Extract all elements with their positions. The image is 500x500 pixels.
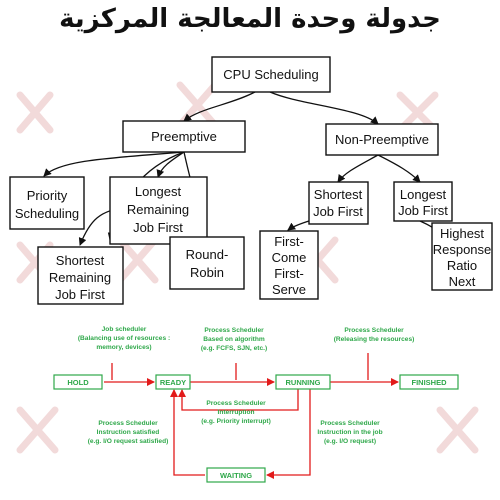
svg-text:Remaining: Remaining [127,202,189,217]
svg-text:Non-Preemptive: Non-Preemptive [335,132,429,147]
svg-text:(e.g. I/O request): (e.g. I/O request) [324,438,376,445]
svg-text:CPU Scheduling: CPU Scheduling [223,67,318,82]
svg-text:Instruction satisfied: Instruction satisfied [97,429,160,436]
svg-text:Process Scheduler: Process Scheduler [204,327,264,334]
svg-text:Process Scheduler: Process Scheduler [98,420,158,427]
svg-text:Based on algorithm: Based on algorithm [203,336,265,343]
note-process-scheduler-release: Process Scheduler (Releasing the resourc… [334,327,415,343]
svg-text:Job First: Job First [133,220,183,235]
svg-text:Remaining: Remaining [49,270,111,285]
state-arrows [104,353,399,479]
tree-edges [43,91,461,255]
svg-text:Preemptive: Preemptive [151,129,217,144]
note-process-scheduler-interrupt: Process Scheduler Interruption (e.g. Pri… [201,400,271,425]
page-title: جدولة وحدة المعالجة المركزية [59,4,441,34]
svg-text:Come: Come [272,250,307,265]
longest-remaining-job-first-node: Longest Remaining Job First [109,176,208,245]
shortest-remaining-job-first-node: Shortest Remaining Job First [37,246,124,305]
svg-text:Longest: Longest [400,187,447,202]
state-finished: FINISHED [399,374,459,390]
svg-text:Robin: Robin [190,265,224,280]
svg-text:Shortest: Shortest [314,187,363,202]
svg-text:(Balancing use of resources :: (Balancing use of resources : [78,335,170,342]
svg-text:memory, devices): memory, devices) [96,344,151,351]
svg-text:(e.g. Priority interrupt): (e.g. Priority interrupt) [201,418,271,425]
svg-text:Interruption: Interruption [218,409,255,416]
svg-text:First-: First- [274,266,304,281]
svg-text:FINISHED: FINISHED [411,378,447,387]
svg-text:Serve: Serve [272,282,306,297]
note-process-scheduler-satisfied: Process Scheduler Instruction satisfied … [88,420,169,445]
svg-text:Scheduling: Scheduling [15,206,79,221]
svg-text:READY: READY [160,378,186,387]
svg-text:First-: First- [274,234,304,249]
svg-text:Process Scheduler: Process Scheduler [206,400,266,407]
svg-text:(Releasing the resources): (Releasing the resources) [334,336,415,343]
hrrn-node: Highest Response Ratio Next [431,222,493,291]
state-running: RUNNING [275,374,331,390]
svg-text:(e.g. I/O request satisfied): (e.g. I/O request satisfied) [88,438,169,445]
svg-text:Process Scheduler: Process Scheduler [344,327,404,334]
note-process-scheduler-algorithm: Process Scheduler Based on algorithm (e.… [201,327,267,352]
svg-text:Highest: Highest [440,226,484,241]
state-hold: HOLD [53,374,103,390]
svg-text:WAITING: WAITING [220,471,252,480]
priority-scheduling-node: Priority Scheduling [9,176,85,230]
round-robin-node: Round- Robin [169,236,245,290]
note-job-scheduler: Job scheduler (Balancing use of resource… [78,326,170,351]
longest-job-first-node: Longest Job First [393,181,453,222]
note-process-scheduler-instruction: Process Scheduler Instruction in the job… [317,420,382,445]
svg-text:Job First: Job First [55,287,105,302]
root-node: CPU Scheduling [211,56,331,93]
svg-text:Longest: Longest [135,184,182,199]
svg-text:(e.g. FCFS, SJN, etc.): (e.g. FCFS, SJN, etc.) [201,345,267,352]
svg-text:HOLD: HOLD [67,378,89,387]
fcfs-node: First- Come First- Serve [259,230,319,300]
svg-text:Instruction in the job: Instruction in the job [317,429,382,436]
shortest-job-first-node: Shortest Job First [308,181,369,225]
svg-text:Job First: Job First [398,203,448,218]
svg-text:Ratio: Ratio [447,258,477,273]
state-waiting: WAITING [206,467,266,483]
preemptive-node: Preemptive [122,120,246,153]
svg-text:Job First: Job First [313,204,363,219]
svg-text:Priority: Priority [27,188,68,203]
non-preemptive-node: Non-Preemptive [325,123,439,156]
svg-text:Next: Next [449,274,476,289]
svg-text:Response: Response [433,242,492,257]
svg-text:RUNNING: RUNNING [286,378,321,387]
svg-text:Shortest: Shortest [56,253,105,268]
svg-text:Round-: Round- [186,247,229,262]
svg-text:Job scheduler: Job scheduler [102,326,147,333]
state-ready: READY [155,374,191,390]
svg-text:Process Scheduler: Process Scheduler [320,420,380,427]
